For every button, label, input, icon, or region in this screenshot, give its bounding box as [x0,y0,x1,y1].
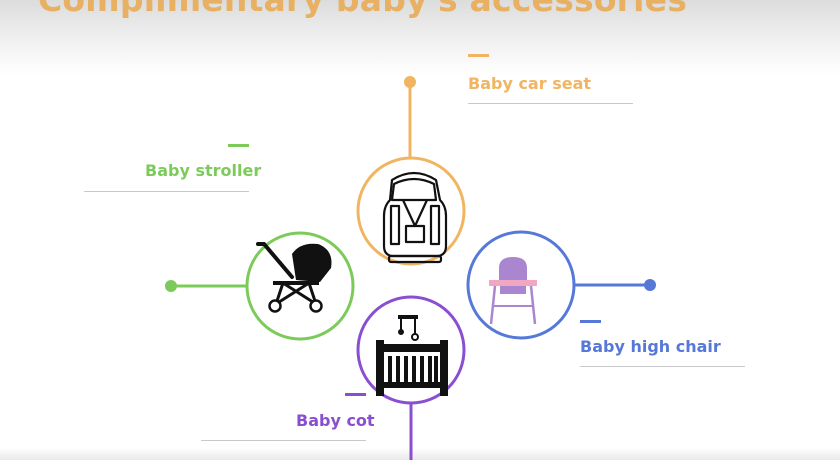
high-chair-icon [489,257,537,325]
car-seat-icon [382,171,448,264]
crib-icon [376,315,448,396]
high-chair-label: Baby high chair [580,337,721,356]
high-chair-dash [580,320,601,323]
car-seat-label: Baby car seat [468,74,592,93]
car-seat-underline [468,103,633,104]
high-chair-underline [580,366,745,367]
car-seat-connector-dot [404,76,416,88]
footer-band [0,448,840,460]
stroller-connector-dot [165,280,177,292]
cot-underline [201,440,366,441]
cot-dash [345,393,366,396]
stroller-underline [84,191,249,192]
page-title: Complimentary baby's accessories [38,0,687,19]
stroller-label: Baby stroller [145,161,262,180]
high-chair-connector-dot [644,279,656,291]
car-seat-dash [468,54,489,57]
stroller-icon [256,242,332,313]
cot-label: Baby cot [296,411,375,430]
stroller-dash [228,144,249,147]
header-band [0,0,840,75]
